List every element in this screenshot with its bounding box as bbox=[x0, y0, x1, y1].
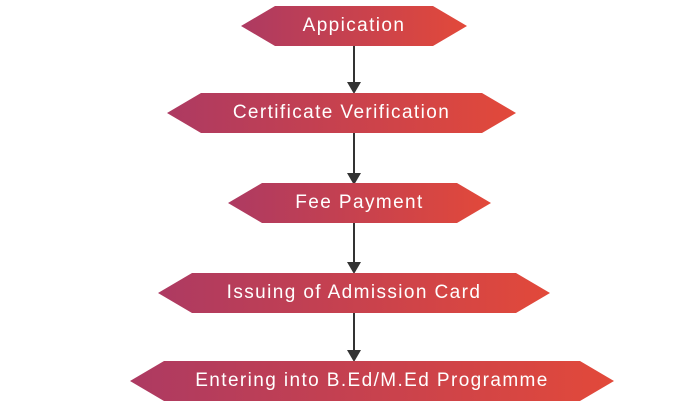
step-entering-programme: Entering into B.Ed/M.Ed Programme bbox=[130, 361, 614, 401]
arrow-connector bbox=[347, 46, 361, 94]
step-application: Appication bbox=[241, 6, 467, 46]
step-certificate-verification: Certificate Verification bbox=[167, 93, 516, 133]
step-issuing-admission-card: Issuing of Admission Card bbox=[158, 273, 550, 313]
arrow-connector bbox=[347, 223, 361, 274]
step-fee-payment: Fee Payment bbox=[228, 183, 491, 223]
arrow-connector bbox=[347, 133, 361, 185]
arrow-connector bbox=[347, 313, 361, 362]
